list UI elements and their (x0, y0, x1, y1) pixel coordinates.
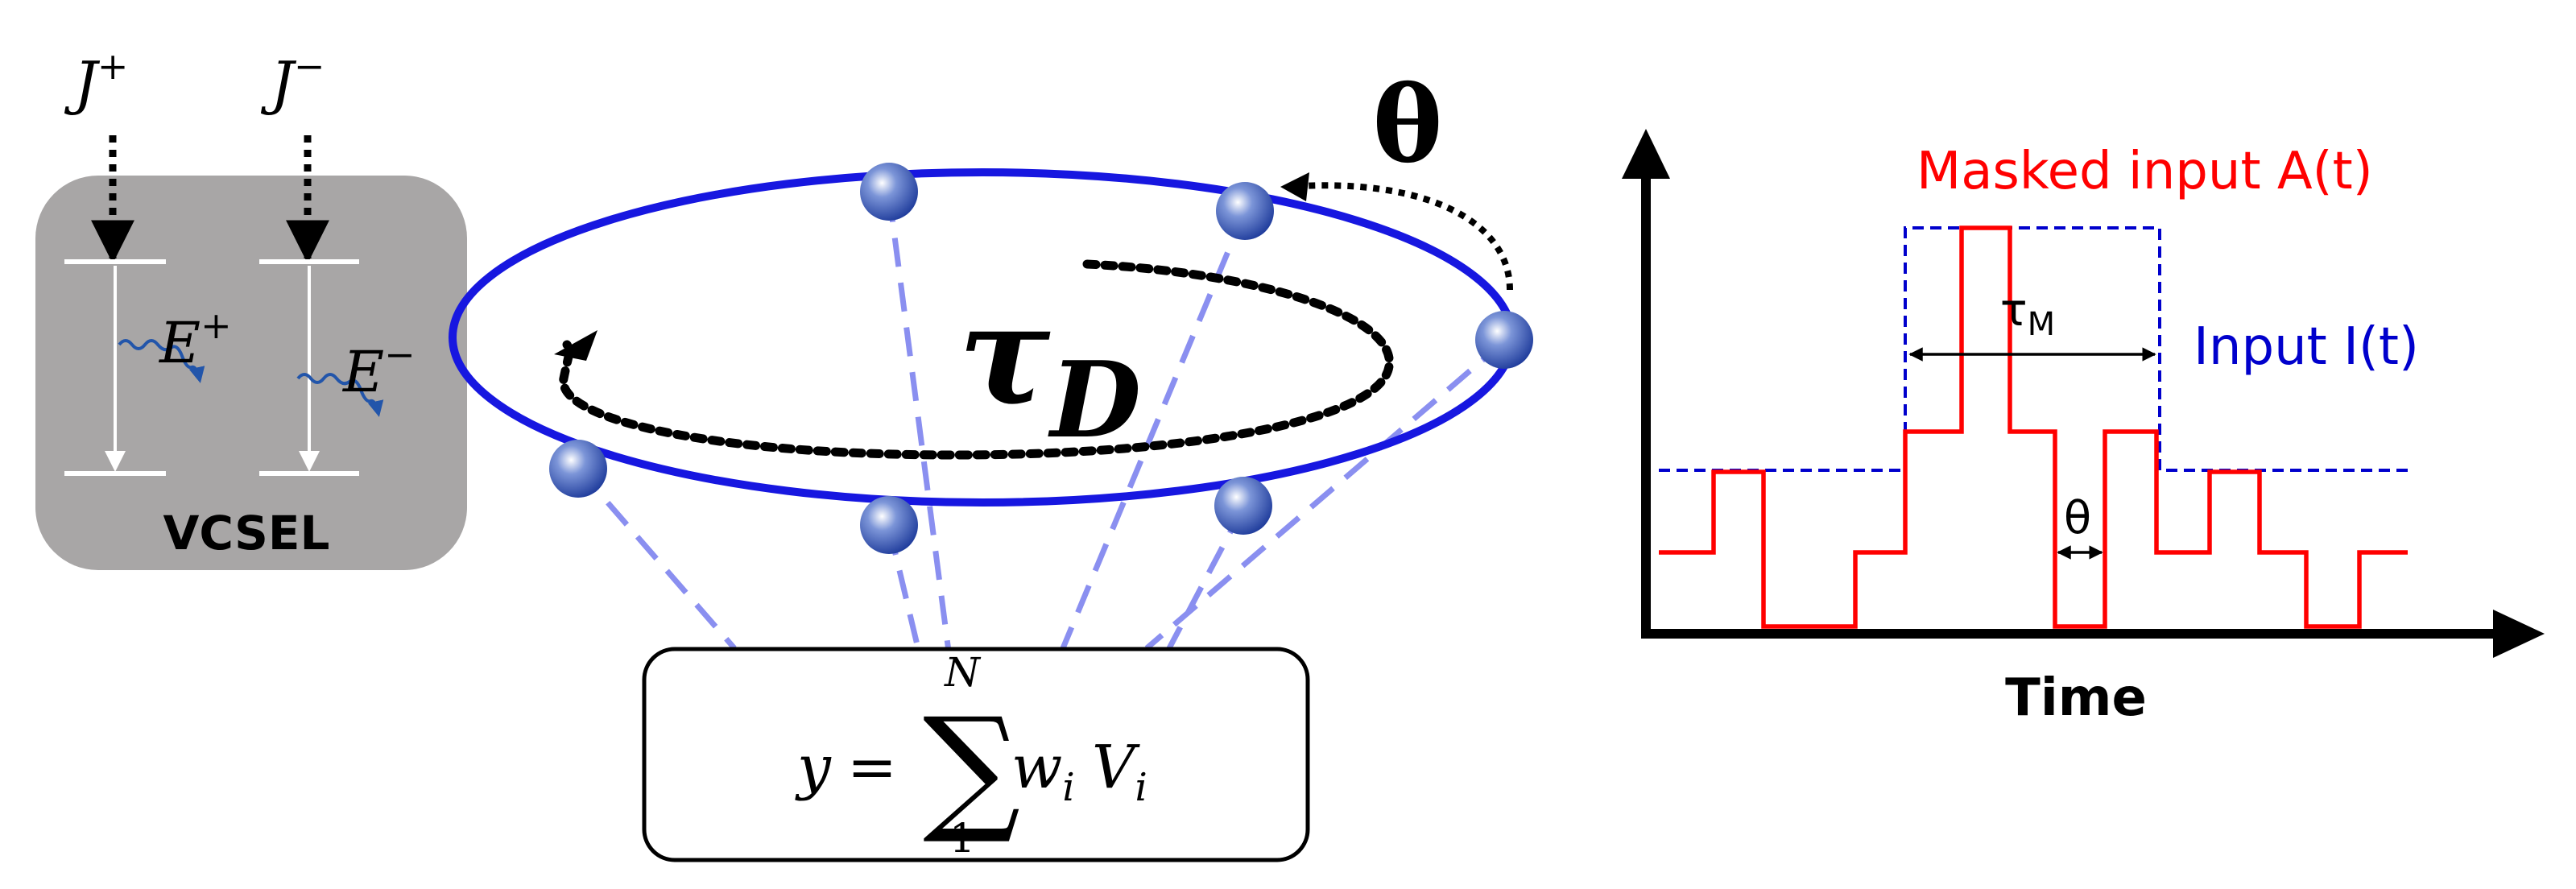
theta-arc-arrowhead (1280, 172, 1309, 201)
pump-plus-label: J+ (64, 44, 128, 117)
node-duration-label: θ (2064, 492, 2091, 544)
field-plus-label: E+ (158, 304, 232, 376)
virtual-node (549, 440, 607, 498)
virtual-node (860, 496, 918, 554)
node-separation-label: θ (1373, 63, 1443, 186)
photon-plus-icon (118, 339, 205, 383)
virtual-node (1216, 182, 1274, 240)
delay-loop-arrow (559, 259, 1394, 460)
readout-sum-symbol: ∑ (923, 688, 1020, 848)
virtual-nodes (549, 163, 1533, 554)
input-signal (1659, 226, 2408, 472)
vcsel-block: J+ J− E+ E− VCSEL (35, 44, 467, 570)
readout-line (1060, 209, 1248, 650)
theta-arc-arrow (1288, 182, 1513, 291)
virtual-node (1475, 311, 1533, 369)
masked-input-signal (1659, 225, 2408, 629)
photon-minus-icon (296, 373, 384, 417)
x-axis-label: Time (2005, 668, 2147, 728)
virtual-node (860, 163, 918, 221)
readout-line (576, 466, 737, 651)
readout-equals: = (847, 733, 897, 802)
readout-box (642, 647, 1310, 862)
mask-period-label: τM (2000, 284, 2055, 343)
readout-state: Vi (1092, 733, 1147, 810)
transition-minus-arrowhead (299, 451, 320, 472)
vcsel-label: VCSEL (163, 506, 330, 560)
readout-y: y (795, 733, 832, 802)
x-axis-arrowhead (2493, 610, 2545, 658)
virtual-node (1214, 477, 1272, 535)
readout-equation: y = ∑ N 1 wi Vi (642, 647, 1310, 862)
pump-minus-label: J− (260, 44, 325, 117)
masked-input-legend: Masked input A(t) (1916, 142, 2373, 201)
input-legend: Input I(t) (2194, 317, 2419, 377)
y-axis-arrowhead (1622, 129, 1670, 179)
delay-time-label: τD (958, 275, 1141, 461)
timing-plot: τM θ Masked input A(t) Input I(t) Time (1622, 129, 2545, 728)
delay-loop-arrowhead (554, 330, 597, 361)
readout-weight: wi (1011, 733, 1075, 810)
readout-sum-upper: N (944, 649, 982, 696)
transition-plus-arrowhead (105, 451, 126, 472)
readout-line (1144, 339, 1507, 651)
field-minus-label: E− (341, 333, 416, 405)
readout-sum-lower: 1 (949, 815, 975, 862)
